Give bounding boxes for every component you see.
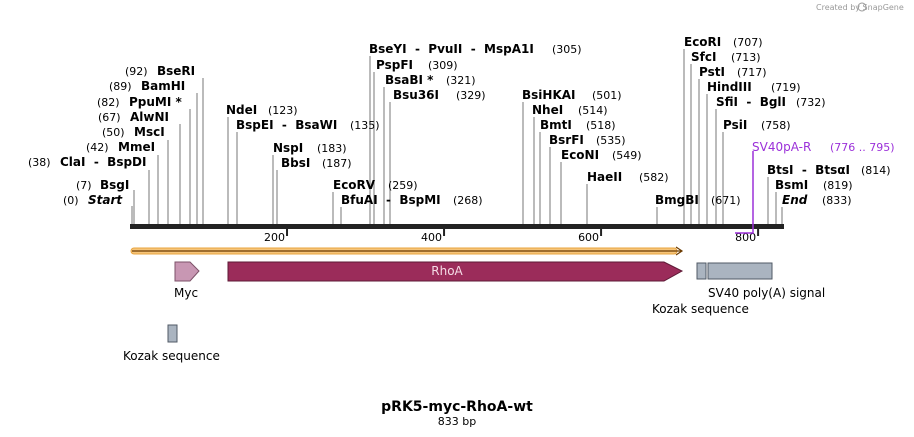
- ruler-tick-label: 200: [264, 231, 285, 244]
- cut-site-name: MmeI: [118, 140, 155, 154]
- credit-text: Created by SnapGene: [816, 3, 904, 12]
- cut-site-name: AlwNI: [130, 110, 169, 124]
- cut-site-pos: (514): [578, 104, 608, 117]
- cut-site-pos: (501): [592, 89, 622, 102]
- cut-site-pos: (717): [737, 66, 767, 79]
- cut-site-pos: (67): [98, 111, 121, 124]
- cut-site-pos: (0): [63, 194, 79, 207]
- sequence-backbone: [130, 224, 784, 229]
- cut-site-name: NheI: [532, 103, 563, 117]
- cut-site-name: Bsu36I: [393, 88, 439, 102]
- cut-site-pos: (732): [796, 96, 826, 109]
- cut-site-pos: (92): [125, 65, 148, 78]
- cut-site-name: BseRI: [157, 64, 195, 78]
- cut-site-pos: (89): [109, 80, 132, 93]
- cut-site-pos: (833): [822, 194, 852, 207]
- cut-site-labels: (0) Start (7) BsgI (38) ClaI - BspDI (42…: [28, 35, 891, 207]
- primer-range: (776 .. 795): [830, 141, 895, 154]
- plasmid-length: 833 bp: [438, 415, 476, 428]
- cut-site-pos: (309): [428, 59, 458, 72]
- ruler-tick-label: 400: [421, 231, 442, 244]
- cut-site-name: NspI: [273, 141, 303, 155]
- cut-site-pos: (38): [28, 156, 51, 169]
- cut-site-name: BmgBI: [655, 193, 699, 207]
- primer-sv40pa-r[interactable]: SV40pA-R (776 .. 795): [735, 140, 895, 234]
- cut-site-pos: (671): [711, 194, 741, 207]
- cut-site-name: PpuMI *: [129, 95, 183, 109]
- ruler-ticks: 200 400 600 800: [264, 229, 760, 244]
- cut-site-pos: (582): [639, 171, 669, 184]
- sv40-polya-feature[interactable]: [707, 262, 773, 280]
- cut-site-name: ClaI - BspDI: [60, 155, 146, 169]
- cut-site-name: BsiHKAI: [522, 88, 576, 102]
- cut-site-name: HaeII: [587, 170, 622, 184]
- cut-site-name: HindIII: [707, 80, 752, 94]
- plasmid-title: pRK5-myc-RhoA-wt: [381, 399, 533, 415]
- cut-site-name: BsaBI *: [385, 73, 434, 87]
- cut-site-pos: (819): [823, 179, 853, 192]
- cut-site-name: EcoRV: [333, 178, 376, 192]
- cut-site-name: BseYI - PvuII - MspA1I: [369, 42, 534, 56]
- cut-site-pos: (183): [317, 142, 347, 155]
- myc-label: Myc: [174, 286, 198, 300]
- cut-site-pos: (187): [322, 157, 352, 170]
- cut-site-name: BfuAI - BspMI: [341, 193, 441, 207]
- cut-site-name: MscI: [134, 125, 165, 139]
- cut-site-pos: (7): [76, 179, 92, 192]
- cut-site-name: End: [782, 193, 808, 207]
- primer-name: SV40pA-R: [752, 140, 811, 154]
- ruler-tick-label: 800: [735, 231, 756, 244]
- cut-site-name: Start: [88, 193, 123, 207]
- cut-site-name: BmtI: [540, 118, 572, 132]
- cut-site-name: BspEI - BsaWI: [236, 118, 337, 132]
- cut-site-pos: (135): [350, 119, 380, 132]
- cut-site-pos: (259): [388, 179, 418, 192]
- cut-site-pos: (814): [861, 164, 891, 177]
- kozak-label: Kozak sequence: [123, 349, 220, 363]
- orf-arrow-icon: [132, 246, 684, 256]
- cut-site-name: NdeI: [226, 103, 257, 117]
- cut-site-pos: (329): [456, 89, 486, 102]
- kozak-label: Kozak sequence: [652, 302, 749, 316]
- cut-site-name: BsgI: [100, 178, 129, 192]
- cut-site-name: PsiI: [723, 118, 747, 132]
- cut-site-pos: (719): [771, 81, 801, 94]
- cut-site-pos: (518): [586, 119, 616, 132]
- cut-site-name: SfiI - BglI: [716, 95, 786, 109]
- kozak-feature[interactable]: [167, 324, 178, 343]
- cut-site-pos: (50): [102, 126, 125, 139]
- cut-site-pos: (42): [86, 141, 109, 154]
- cut-site-pos: (82): [97, 96, 120, 109]
- cut-site-pos: (707): [733, 36, 763, 49]
- ruler-tick-label: 600: [578, 231, 599, 244]
- cut-site-name: BtsI - BtsαI: [767, 163, 850, 177]
- myc-feature[interactable]: [174, 261, 200, 282]
- cut-site-pos: (713): [731, 51, 761, 64]
- rhoa-feature[interactable]: [227, 261, 684, 282]
- cut-site-name: BbsI: [281, 156, 310, 170]
- sv40-polya-label: SV40 poly(A) signal: [708, 286, 825, 300]
- snapgene-logo-icon: [857, 2, 867, 12]
- kozak-feature[interactable]: [696, 262, 707, 280]
- cut-site-name: EcoNI: [561, 148, 599, 162]
- cut-site-name: BamHI: [141, 79, 185, 93]
- cut-site-pos: (268): [453, 194, 483, 207]
- cut-site-pos: (321): [446, 74, 476, 87]
- cut-site-name: BsmI: [775, 178, 808, 192]
- cut-site-name: BsrFI: [549, 133, 584, 147]
- cut-site-pos: (123): [268, 104, 298, 117]
- cut-site-pos: (549): [612, 149, 642, 162]
- cut-site-pos: (305): [552, 43, 582, 56]
- cut-site-name: EcoRI: [684, 35, 721, 49]
- cut-site-lines: [131, 49, 783, 226]
- primer-arrow-icon: [735, 151, 754, 234]
- rhoa-label: RhoA: [431, 264, 463, 278]
- cut-site-pos: (535): [596, 134, 626, 147]
- cut-site-name: PstI: [699, 65, 725, 79]
- cut-site-pos: (758): [761, 119, 791, 132]
- cut-site-name: SfcI: [691, 50, 716, 64]
- cut-site-name: PspFI: [376, 58, 413, 72]
